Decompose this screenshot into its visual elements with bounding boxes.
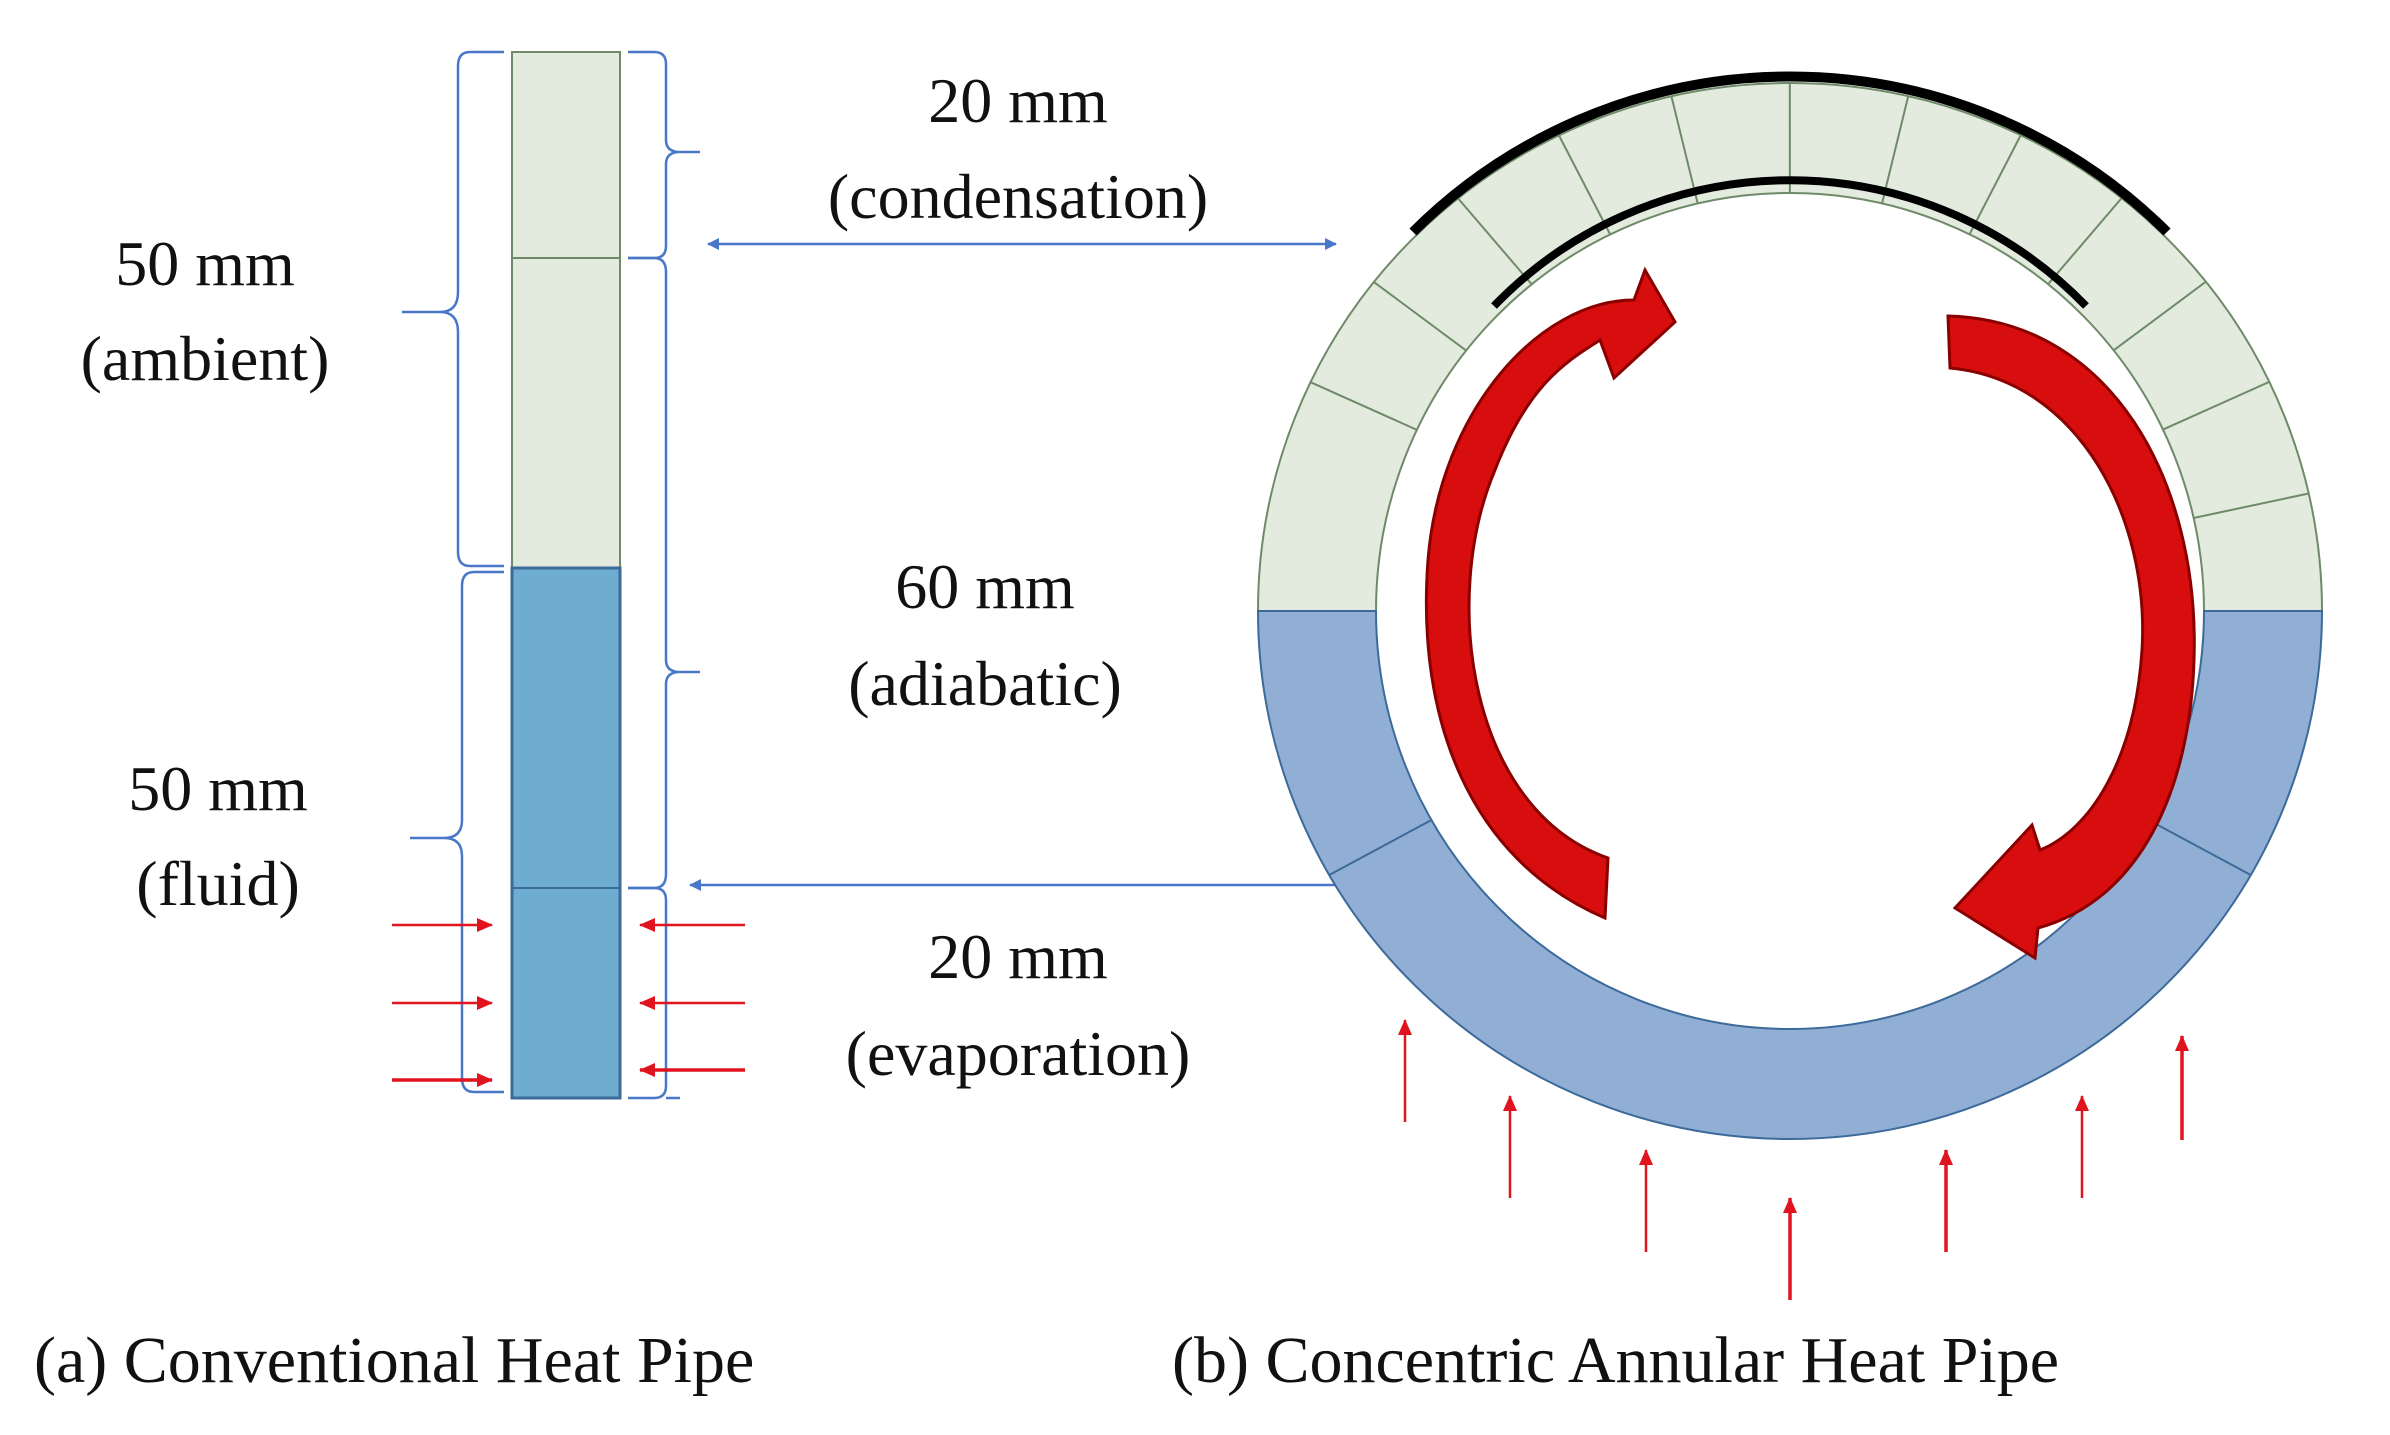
- fluid-name-label: (fluid): [136, 848, 300, 919]
- annulus-divider: [1881, 95, 1910, 204]
- annulus-divider: [2148, 819, 2252, 876]
- ambient-brace: [402, 50, 504, 568]
- annulus-divider: [1558, 134, 1612, 235]
- fluid-length-label: 50 mm: [128, 753, 308, 824]
- evaporation-length-label: 20 mm: [928, 921, 1108, 992]
- annulus-divider: [2113, 280, 2207, 352]
- heat-input-arrows-right: [639, 918, 745, 1077]
- annulus-divider-lines: [1310, 82, 2309, 876]
- condensation-length-label: 20 mm: [928, 65, 1108, 136]
- annulus-divider: [1457, 197, 1533, 285]
- annular-heat-pipe: [1256, 71, 2324, 1300]
- evaporation-name-label: (evaporation): [846, 1018, 1191, 1089]
- evaporation-brace: [628, 886, 680, 1100]
- annulus-divider: [1328, 819, 1432, 876]
- annular-fluid-half: [1256, 610, 2324, 1140]
- annulus-divider: [1373, 281, 1467, 352]
- fluid-brace: [410, 570, 504, 1094]
- heat-input-arrows-bottom: [1398, 1019, 2189, 1300]
- caption-annular: (b) Concentric Annular Heat Pipe: [1172, 1324, 2059, 1397]
- curved-flow-arrow-icon: [1946, 314, 2196, 961]
- annulus-divider: [2193, 492, 2309, 519]
- curved-flow-arrow-icon: [1424, 266, 1677, 921]
- outer-condenser-band: [1409, 71, 2171, 236]
- condensation-name-label: (condensation): [828, 161, 1208, 232]
- annulus-divider: [1670, 96, 1699, 204]
- conventional-heat-pipe: [392, 50, 745, 1100]
- annulus-divider: [2162, 380, 2270, 431]
- annulus-divider: [1968, 134, 2022, 235]
- condensation-brace: [628, 50, 700, 260]
- ambient-length-label: 50 mm: [115, 228, 295, 299]
- annular-ambient-half: [1256, 82, 2324, 612]
- heat-input-arrows-left: [392, 918, 493, 1087]
- adiabatic-brace: [628, 256, 700, 890]
- ambient-name-label: (ambient): [81, 323, 330, 394]
- annulus-divider: [2047, 197, 2123, 285]
- annulus-divider: [1310, 381, 1418, 431]
- adiabatic-name-label: (adiabatic): [848, 648, 1122, 719]
- adiabatic-length-label: 60 mm: [895, 551, 1075, 622]
- ambient-section: [511, 51, 621, 569]
- fluid-section: [510, 566, 622, 1100]
- inner-condenser-band: [1491, 176, 2089, 309]
- caption-conventional: (a) Conventional Heat Pipe: [34, 1324, 754, 1397]
